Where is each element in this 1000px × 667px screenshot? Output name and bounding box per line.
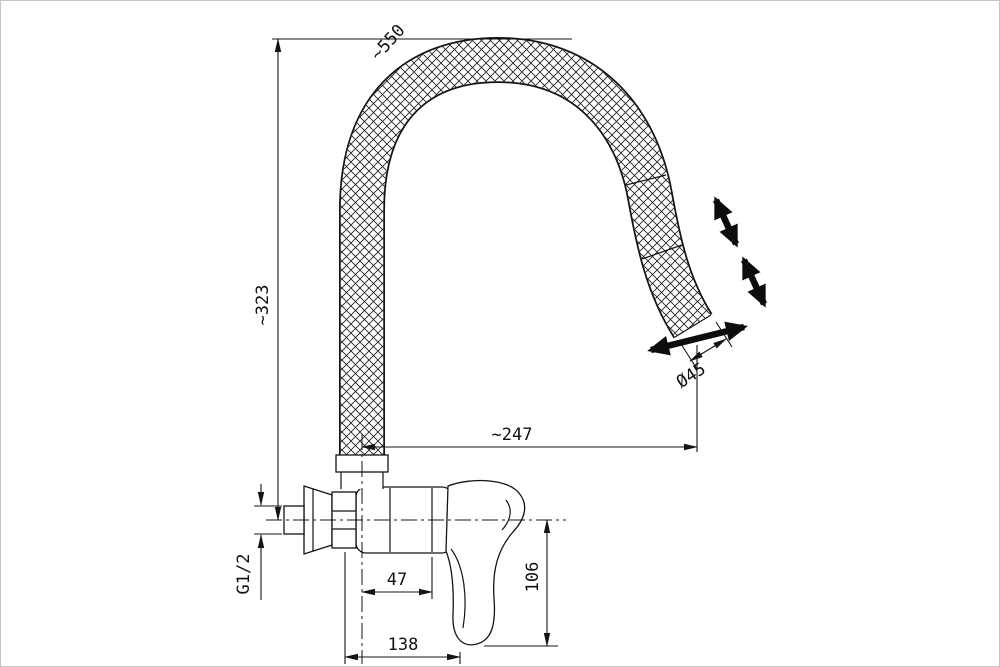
movement-arrows (647, 196, 767, 356)
dimension-label-reach: ~247 (492, 425, 533, 445)
swivel-arrow-icon-upper (713, 196, 739, 248)
dimension-label-106: 106 (523, 562, 543, 593)
dimension-handle-drop: 106 (484, 519, 558, 647)
flexible-hose (339, 36, 713, 458)
spray-head-divider-upper (625, 174, 667, 186)
spray-head-divider-lower (641, 244, 683, 260)
dimension-label-47: 47 (387, 570, 407, 590)
pullout-arrow-icon (647, 321, 748, 356)
dimension-label-138: 138 (388, 635, 419, 655)
dimension-overall-depth: 138 (344, 552, 461, 664)
swivel-arrow-icon-lower (741, 256, 767, 308)
riser-tube-fill (341, 470, 383, 489)
dimension-label-thread: G1/2 (234, 554, 254, 595)
centerlines (266, 434, 566, 664)
lever-handle (445, 479, 526, 646)
dimension-reach: ~247 (361, 345, 698, 452)
handle-detail-lower (450, 548, 466, 629)
dimension-inlet-thread: G1/2 (234, 484, 282, 600)
handle-detail-upper (501, 499, 511, 531)
dimension-label-height: ~323 (253, 285, 273, 326)
hose-mesh-texture (340, 38, 712, 458)
dimension-height: ~323 (253, 38, 572, 521)
dimension-body-offset: 47 (361, 557, 433, 599)
